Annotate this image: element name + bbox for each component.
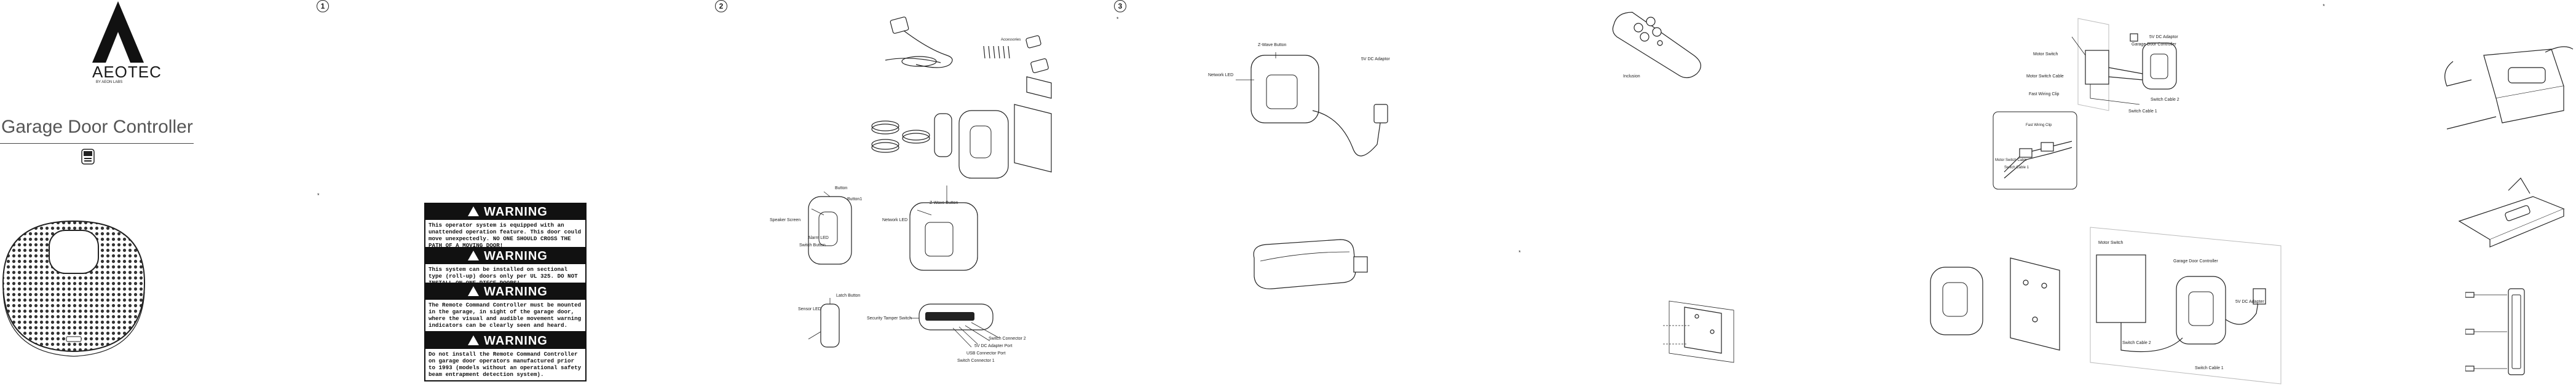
sensor-led-label: Sensor LED (798, 307, 821, 311)
wiring-detail-inset (1993, 111, 2077, 190)
z-wave-button-label: Z-Wave Button (930, 201, 958, 205)
fast-wiring-clip-inset-label: Fast Wiring Clip (2026, 123, 2052, 127)
warning-header: WARNING (425, 204, 585, 220)
step-1-number: 1 (317, 0, 329, 12)
warning-triangle-icon (468, 251, 480, 260)
motor-switch-label-bottom: Motor Switch (2098, 241, 2124, 245)
open-case-illustration (2444, 46, 2574, 130)
step-2-number: 2 (715, 0, 727, 12)
installation-illustration (1930, 227, 2282, 385)
star-marker: * (1519, 249, 1521, 256)
warning-box-1: WARNING This operator system is equipped… (424, 203, 587, 252)
network-led-label-step3: Network LED (1208, 73, 1234, 77)
switch-connector-1-label: Switch Connector 1 (957, 359, 995, 363)
star-marker: * (1116, 16, 1119, 22)
warning-text: Do not install the Remote Command Contro… (429, 351, 582, 378)
garage-door-controller-label: Garage Door Controller (2132, 42, 2176, 47)
network-led-label: Network LED (882, 218, 908, 222)
garage-door-controller-label-bottom: Garage Door Controller (2173, 259, 2218, 264)
dc-adaptor-label-wiring: 5V DC Adaptor (2149, 35, 2178, 39)
step-3-number: 3 (1114, 0, 1126, 12)
inclusion-device-illustration (1236, 52, 1388, 157)
remote-control-illustration (1612, 12, 1701, 79)
star-marker: * (2323, 3, 2325, 9)
warning-box-3: WARNING The Remote Command Controller mu… (424, 283, 587, 332)
warning-triangle-icon (468, 335, 480, 345)
motor-switch-cable-label: Motor Switch Cable (2026, 74, 2064, 79)
warning-header: WARNING (425, 333, 585, 349)
button1-label: Button1 (847, 197, 863, 201)
switch-cable-1-label: Switch Cable 1 (2128, 109, 2157, 114)
accessories-label: Accessories (1001, 38, 1021, 42)
security-tamper-switch-label: Security Tamper Switch (867, 316, 912, 321)
warning-text: The Remote Command Controller must be mo… (429, 302, 582, 329)
switch-cable-2-label-bottom: Switch Cable 2 (2122, 341, 2151, 345)
switch-button-label: Switch Button (799, 243, 826, 248)
dc-adaptor-label-step3: 5V DC Adaptor (1361, 57, 1390, 61)
wall-plate-mount-diagram (1663, 300, 1734, 363)
package-contents-illustration (871, 17, 1052, 179)
brand-subtitle: BY AEON LABS (96, 80, 123, 84)
motor-switch-cable-inset-label: Motor Switch Cable (1995, 158, 2028, 162)
cover-device-illustration (2, 220, 146, 357)
product-title: Garage Door Controller (1, 117, 193, 137)
speaker-screen-label: Speaker Screen (770, 218, 801, 222)
title-divider (0, 143, 194, 144)
button-label: Button (835, 186, 848, 190)
warning-box-4: WARNING Do not install the Remote Comman… (424, 332, 587, 381)
fast-wiring-clip-label: Fast Wiring Clip (2029, 92, 2060, 96)
switch-connector-2-label: Switch Connector 2 (989, 337, 1026, 341)
warning-triangle-icon (468, 286, 480, 296)
switch-cable-2-label: Switch Cable 2 (2151, 98, 2179, 102)
motor-switch-label: Motor Switch (2033, 52, 2058, 57)
alarm-led-label: Alarm LED (808, 236, 829, 240)
parts-diagram (808, 186, 1000, 348)
usb-stick-illustration (1253, 239, 1368, 289)
usb-connector-port-label: USB Connector Port (966, 351, 1006, 356)
z-wave-plus-icon (81, 149, 95, 165)
wiring-diagram (2071, 18, 2177, 111)
switch-cable-1-inset-label: Switch Cable 1 (2004, 166, 2029, 170)
warning-text: This operator system is equipped with an… (429, 222, 582, 249)
case-tilted-illustration (2458, 178, 2565, 248)
aeotec-logo (92, 1, 144, 63)
brand-name: AEOTEC (92, 63, 162, 81)
latch-button-label: Latch Button (836, 294, 861, 298)
switch-cable-1-label-bottom: Switch Cable 1 (2195, 366, 2224, 370)
warning-triangle-icon (468, 206, 480, 216)
warning-header: WARNING (425, 284, 585, 300)
star-marker: * (317, 192, 320, 198)
inclusion-label: Inclusion (1623, 74, 1640, 79)
warning-header: WARNING (425, 248, 585, 264)
side-mount-illustration (2465, 288, 2525, 375)
dc-adapter-port-label: 5V DC Adapter Port (974, 344, 1013, 348)
z-wave-button-label-step3: Z-Wave Button (1258, 43, 1287, 47)
dc-adapter-label-bottom: 5V DC Adapter (2235, 300, 2264, 304)
